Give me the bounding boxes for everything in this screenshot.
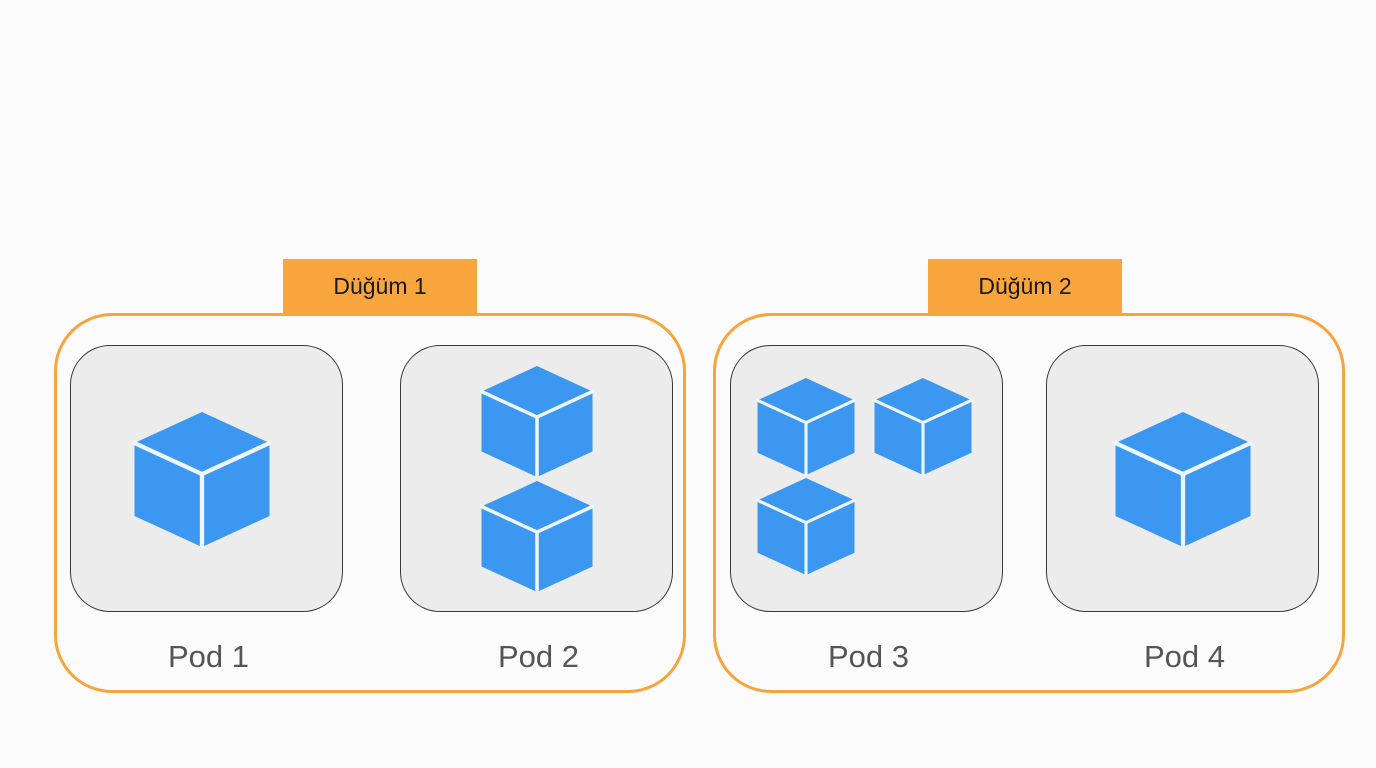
cube-icon [479, 366, 595, 477]
pod-1-label: Pod 1 [167, 639, 249, 674]
pod-3-label: Pod 3 [827, 639, 909, 674]
node-2-frame [713, 313, 1345, 693]
cube-icon [1113, 412, 1253, 547]
node-1-tab: Düğüm 1 [283, 259, 477, 313]
pod-2-box [400, 345, 673, 612]
cube-icon [755, 378, 857, 475]
cube-icon [755, 478, 857, 575]
node-1-label: Düğüm 1 [333, 272, 427, 299]
cube-icon [479, 481, 595, 592]
pod-1-box [70, 345, 343, 612]
pod-4-label: Pod 4 [1143, 639, 1225, 674]
node-1-frame [54, 313, 686, 693]
cube-icon [132, 412, 272, 547]
cube-icon [872, 378, 974, 475]
pod-3-box [730, 345, 1003, 612]
node-2-tab: Düğüm 2 [928, 259, 1122, 313]
pod-4-box [1046, 345, 1319, 612]
node-2-label: Düğüm 2 [978, 272, 1072, 299]
pod-2-label: Pod 2 [497, 639, 579, 674]
